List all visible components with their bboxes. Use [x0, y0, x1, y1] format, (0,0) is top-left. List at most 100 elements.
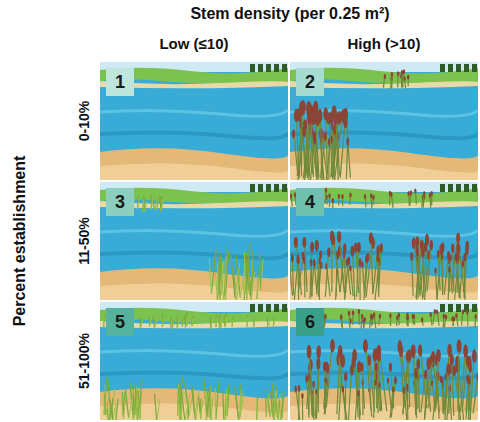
sand-beach — [100, 283, 288, 300]
reed-blade — [177, 319, 179, 328]
reed-blade — [225, 256, 226, 291]
reed-head — [406, 315, 408, 320]
reed-blade — [154, 200, 157, 210]
reed-blade — [273, 320, 275, 327]
reed-stem — [310, 260, 312, 297]
reed-blade — [185, 394, 190, 420]
reed-blade — [109, 403, 111, 420]
reed-head — [352, 310, 354, 315]
reed-blade — [261, 259, 263, 290]
reed-blade — [103, 316, 105, 327]
reed-head — [370, 314, 372, 319]
reed-head — [411, 344, 416, 358]
reed-stem — [358, 310, 360, 325]
reed-head — [477, 373, 478, 381]
tree — [440, 304, 445, 312]
tree — [456, 184, 461, 192]
reed-head — [391, 72, 393, 77]
reed-stem — [474, 314, 476, 328]
reed-blade — [191, 318, 193, 326]
reed-head — [324, 314, 326, 319]
reed-head — [373, 312, 375, 317]
reed-head — [414, 189, 416, 194]
reed-stem — [443, 314, 445, 327]
tree — [464, 184, 469, 192]
reed-head — [365, 255, 368, 264]
reed-head — [376, 245, 379, 254]
reed-head — [439, 244, 443, 255]
reed-stem — [338, 194, 339, 205]
reed-blade — [205, 393, 206, 420]
reed-head — [332, 198, 334, 203]
tree — [258, 304, 263, 312]
callout-number: 1 — [115, 72, 125, 93]
reed-stem — [172, 320, 174, 328]
reed-head — [318, 257, 320, 264]
reed-head — [431, 351, 435, 362]
reed-head — [448, 266, 450, 273]
reed-head — [389, 313, 391, 318]
reed-stem — [332, 198, 333, 208]
reed-head — [407, 349, 411, 362]
reed-head — [444, 373, 447, 380]
reed-head — [357, 390, 359, 396]
callout-number: 5 — [115, 312, 125, 333]
reed-head — [447, 251, 450, 260]
reed-blade — [254, 320, 255, 327]
reed-stem — [290, 253, 293, 295]
reed-head — [311, 113, 315, 125]
reed-stem — [363, 319, 364, 329]
water — [100, 182, 288, 300]
reed-blade — [266, 394, 268, 417]
water — [290, 62, 478, 180]
reed-stem — [248, 265, 251, 299]
reed-head — [379, 243, 382, 253]
reed-head — [467, 375, 470, 384]
panel-number-box: 5 — [106, 308, 134, 336]
reed-blade — [246, 318, 248, 327]
reed-stem — [302, 394, 303, 420]
axis-title: Percent establishment — [11, 156, 29, 327]
reed-blade — [161, 199, 164, 211]
reed-stem — [407, 316, 409, 326]
reed-head — [413, 314, 415, 319]
reed-head — [456, 232, 460, 243]
water-ripple — [100, 132, 288, 138]
reed-blade — [150, 319, 152, 326]
tree — [258, 184, 263, 192]
reed-blade — [137, 198, 139, 210]
reed-stem — [256, 397, 258, 420]
reed-blade — [121, 396, 123, 414]
reed-blade — [244, 252, 246, 292]
reed-stem — [342, 194, 343, 206]
reed-stem — [372, 195, 374, 205]
reed-stem — [155, 394, 157, 420]
reed-blade — [162, 317, 163, 327]
reed-stem — [390, 314, 391, 327]
reed-head — [346, 138, 349, 146]
panel-number-box: 1 — [106, 68, 134, 96]
reed-blade — [200, 400, 203, 415]
reed-stem — [153, 316, 154, 328]
reed-head — [290, 193, 292, 198]
reed-stem — [215, 315, 217, 327]
reed-head — [472, 349, 477, 363]
callout-number: 3 — [115, 192, 125, 213]
reed-head — [451, 244, 454, 253]
reed-stem — [275, 385, 276, 415]
reed-stem — [110, 398, 113, 420]
reed-stem — [413, 314, 415, 324]
reed-head — [312, 381, 314, 388]
reed-head — [434, 268, 436, 274]
reed-cluster — [383, 69, 409, 89]
reed-head — [437, 350, 441, 362]
sand-beach — [100, 163, 288, 180]
reed-stem — [407, 316, 408, 327]
reed-stem — [326, 195, 328, 205]
reed-stem — [105, 377, 106, 415]
reed-blade — [142, 200, 144, 212]
reed-head — [392, 386, 394, 392]
reed-head — [457, 339, 462, 353]
reed-blade — [178, 384, 180, 416]
reed-head — [410, 252, 413, 261]
